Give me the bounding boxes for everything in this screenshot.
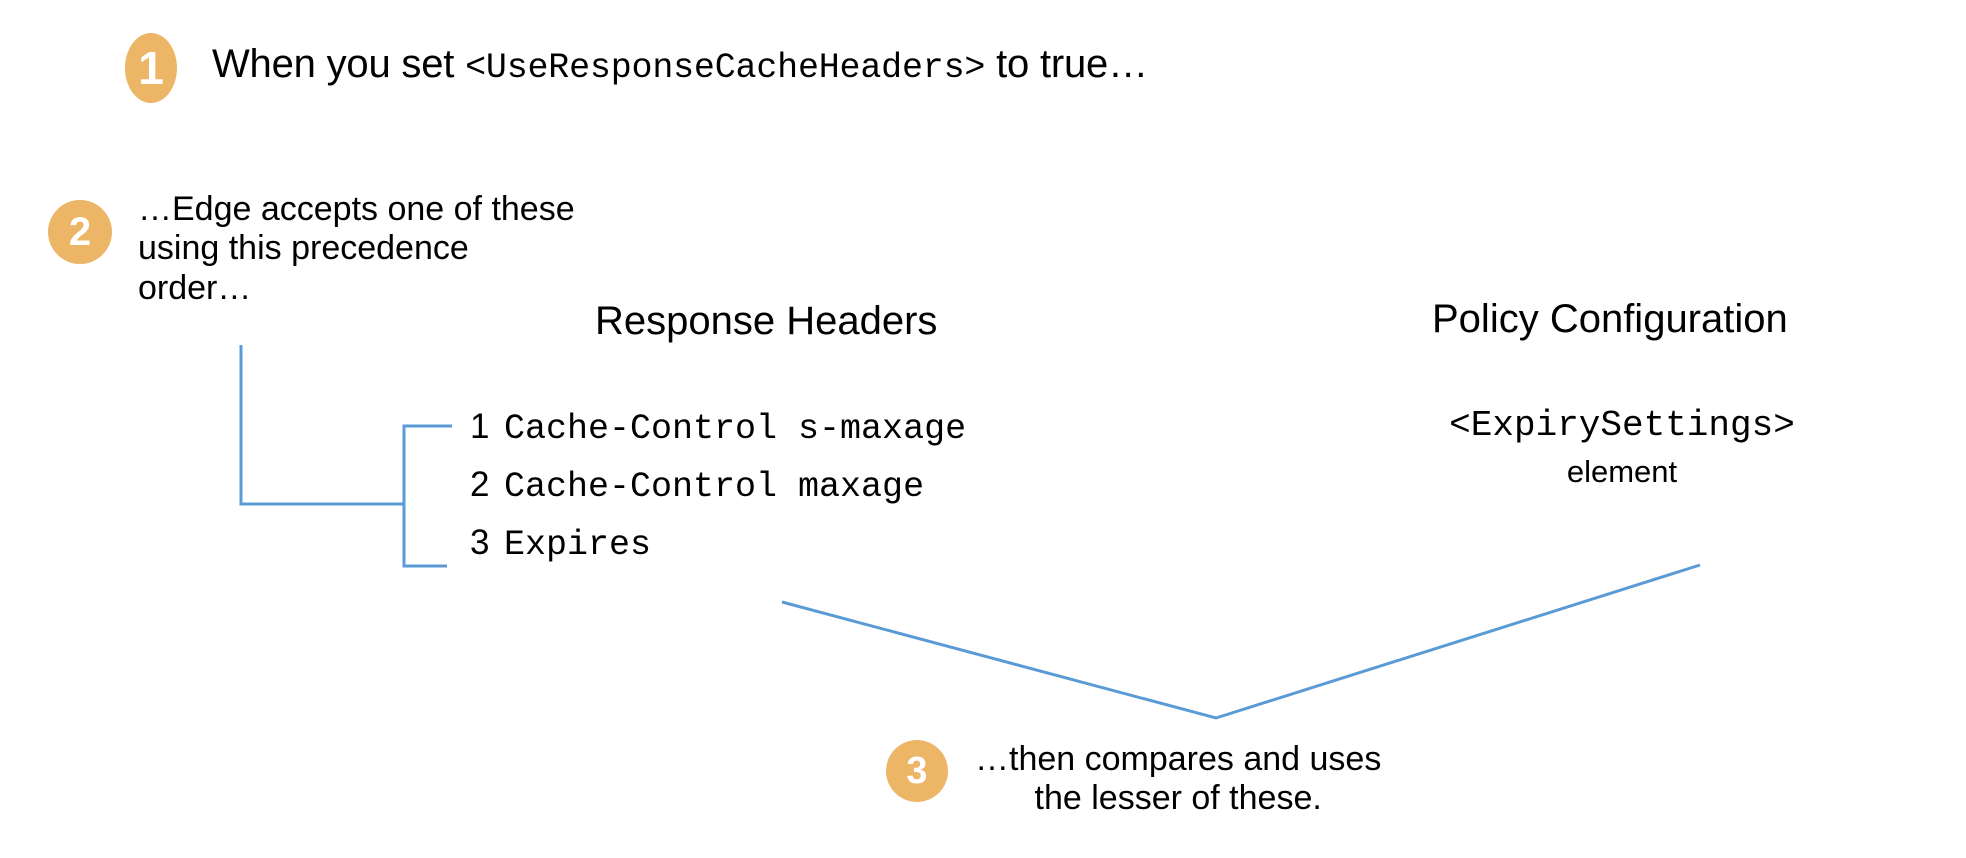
policy-configuration-heading: Policy Configuration	[1432, 297, 1788, 341]
list-item-value: Expires	[504, 525, 652, 565]
list-bracket	[402, 424, 452, 568]
response-headers-heading: Response Headers	[595, 299, 938, 343]
response-headers-list: 1 Cache-Control s-maxage 2 Cache-Control…	[470, 407, 966, 581]
list-item-rank: 2	[470, 465, 490, 504]
comparison-v-connector	[781, 563, 1701, 720]
step-2-line-1: …Edge accepts one of these	[138, 190, 575, 228]
step-2-line-2: using this precedence	[138, 229, 469, 268]
step-3-badge: 3	[886, 740, 948, 802]
list-item: 3 Expires	[470, 523, 966, 581]
step-2-badge: 2	[48, 200, 112, 264]
step-2-text: …Edge accepts one of these using this pr…	[138, 190, 575, 308]
list-item-value: Cache-Control s-maxage	[504, 409, 967, 449]
step-3-line-2: the lesser of these.	[1034, 779, 1322, 818]
step-3-text: …then compares and uses the lesser of th…	[975, 740, 1381, 819]
element-label: element	[1566, 454, 1678, 489]
policy-configuration-element: <ExpirySettings> element	[1432, 405, 1812, 490]
step-1-text: When you set <UseResponseCacheHeaders> t…	[212, 42, 1148, 88]
step2-elbow-connector	[239, 345, 404, 506]
expiry-settings-code: <ExpirySettings>	[1449, 405, 1795, 446]
list-item: 2 Cache-Control maxage	[470, 465, 966, 523]
step-1-badge: 1	[125, 33, 177, 103]
step-1-text-before: When you set	[212, 42, 466, 86]
list-item-rank: 3	[470, 523, 490, 562]
list-item: 1 Cache-Control s-maxage	[470, 407, 966, 465]
step-2-line-3: order…	[138, 268, 252, 307]
list-item-rank: 1	[470, 407, 490, 446]
use-response-cache-headers-code: <UseResponseCacheHeaders>	[465, 48, 986, 88]
step-1-text-after: to true…	[985, 42, 1148, 86]
list-item-value: Cache-Control maxage	[504, 467, 925, 507]
step-3-line-1: …then compares and uses	[975, 740, 1382, 778]
